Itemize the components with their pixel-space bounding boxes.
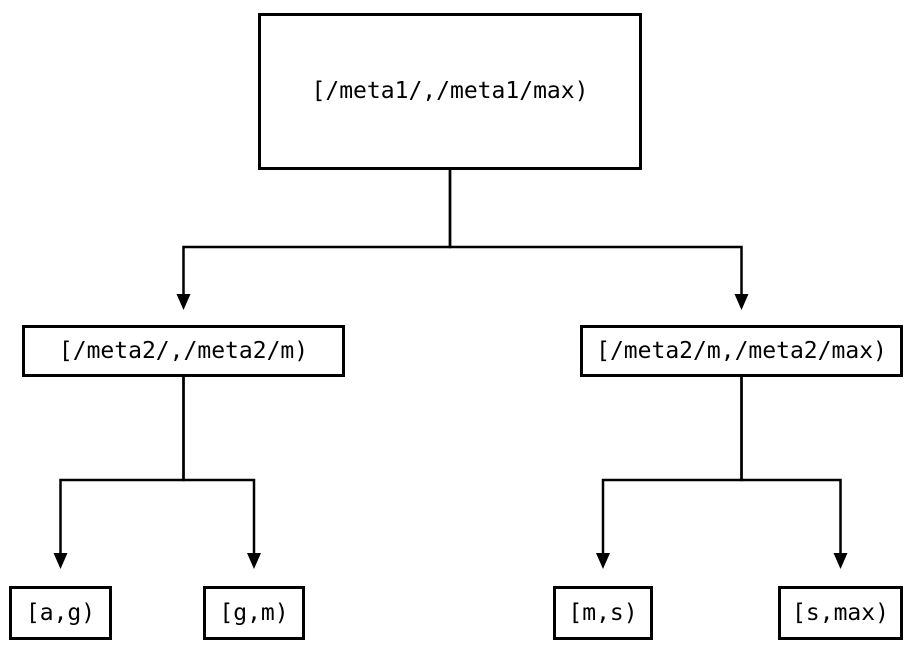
edge-root-to-right [448, 170, 743, 294]
edge-right-to-leaf4 [740, 377, 842, 553]
arrowhead-left-to-leaf1 [53, 553, 68, 569]
node-meta2-left: [/meta2/,/meta2/m) [22, 325, 345, 377]
edge-left-to-leaf2 [182, 377, 256, 553]
arrowhead-right-to-leaf3 [596, 553, 610, 569]
node-root-meta1: [/meta1/,/meta1/max) [258, 13, 642, 170]
edge-root-to-left [182, 170, 452, 294]
edge-right-to-leaf3 [601, 377, 743, 553]
node-leaf-s-max: [s,max) [778, 586, 903, 640]
arrowhead-root-to-right [734, 294, 749, 310]
node-leaf-g-m: [g,m) [203, 586, 305, 640]
edge-left-to-leaf1 [59, 377, 185, 553]
arrowhead-right-to-leaf4 [833, 553, 848, 569]
arrowhead-left-to-leaf2 [247, 553, 261, 569]
node-leaf-m-s: [m,s) [553, 586, 653, 640]
node-meta2-right: [/meta2/m,/meta2/max) [580, 325, 903, 377]
arrowhead-root-to-left [176, 294, 191, 310]
node-leaf-a-g: [a,g) [9, 586, 112, 640]
